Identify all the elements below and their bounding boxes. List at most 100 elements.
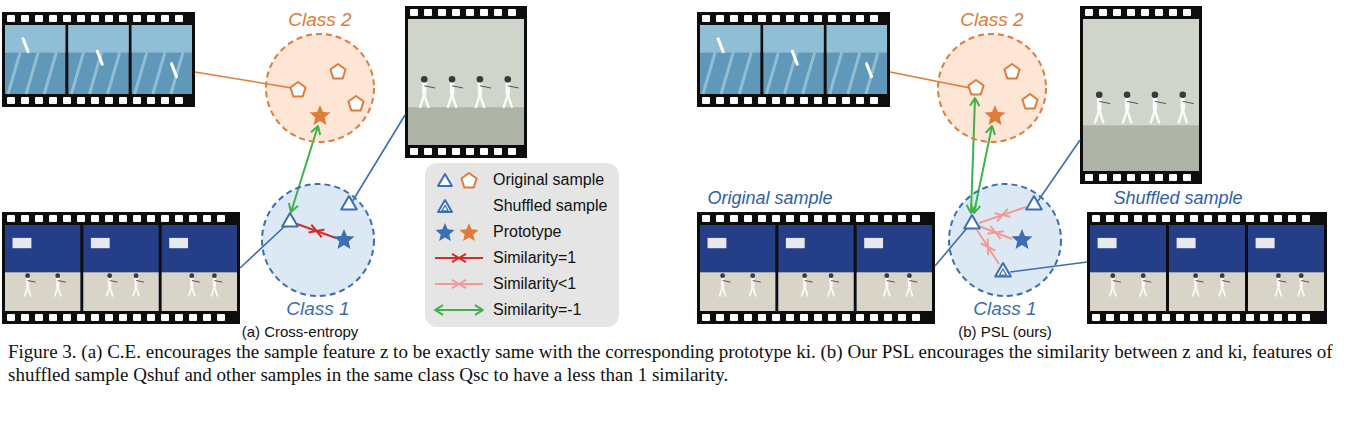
sprocket-hole	[1232, 314, 1240, 321]
sprocket-hole	[1260, 314, 1268, 321]
sprocket-hole	[856, 314, 864, 321]
leader-line	[352, 115, 405, 202]
fencer-legs	[189, 287, 195, 297]
sprocket-hole	[63, 97, 71, 104]
fencer-torso	[1153, 98, 1157, 110]
fencer-mask	[449, 76, 456, 83]
fencer-legs	[55, 287, 61, 297]
gym-wall	[1083, 19, 1199, 171]
sprocket-hole	[898, 314, 906, 321]
sprocket-hole	[7, 215, 15, 222]
fencer-torso	[56, 278, 59, 287]
class-region: Class 2	[937, 33, 1047, 143]
fencer-mask	[134, 273, 139, 278]
similarity-line	[971, 98, 975, 213]
prototype-star	[459, 223, 478, 241]
arena-backdrop	[778, 225, 853, 311]
class-outline	[265, 33, 375, 143]
sprocket-hole	[161, 215, 169, 222]
sprocket-hole	[133, 314, 141, 321]
sprocket-hole	[189, 314, 197, 321]
water-glint	[703, 53, 715, 94]
sprocket-hole	[1141, 174, 1149, 181]
fencer-legs	[1275, 287, 1281, 297]
fencer-torso	[190, 278, 193, 287]
arrow-head	[981, 239, 988, 247]
sprocket-hole	[772, 314, 780, 321]
sprocket-hole	[147, 314, 155, 321]
arrow-head	[459, 254, 466, 262]
class-border	[938, 34, 1046, 142]
fencer-legs	[1140, 287, 1146, 297]
film-base	[697, 212, 935, 324]
feature-space	[195, 64, 1087, 277]
sprocket-hole	[1085, 174, 1093, 181]
sprocket-hole	[786, 15, 794, 22]
prototype-star	[310, 105, 331, 125]
sprocket-hole	[1127, 174, 1135, 181]
fencer-legs	[906, 287, 912, 297]
sprocket-hole	[758, 97, 766, 104]
leader-line	[1010, 262, 1087, 272]
arena-banner	[1098, 238, 1117, 248]
sprocket-hole	[814, 215, 822, 222]
arrow-head	[452, 254, 459, 262]
legend-swatch	[431, 169, 489, 191]
water-glint	[108, 53, 120, 94]
class-fill	[266, 34, 374, 142]
arena-floor	[1090, 272, 1166, 311]
sprocket-hole	[1127, 9, 1135, 16]
sprocket-hole	[147, 215, 155, 222]
sprocket-hole	[870, 314, 878, 321]
pool-wall	[827, 25, 887, 53]
legend-swatch	[431, 273, 489, 295]
sprocket-hole	[1085, 9, 1093, 16]
sprocket-hole	[1155, 174, 1163, 181]
sprocket-hole	[1218, 314, 1226, 321]
class-fill	[262, 184, 374, 296]
arrow-head	[970, 98, 980, 106]
class-fill	[949, 184, 1061, 296]
sprocket-hole	[63, 215, 71, 222]
sprocket-hole	[77, 97, 85, 104]
fencer-blade	[1278, 281, 1286, 283]
fencer-torso	[803, 278, 806, 287]
arena-floor	[5, 272, 80, 311]
class-region: Class 1	[948, 183, 1062, 297]
fencer-mask	[829, 273, 834, 278]
fencer-legs	[503, 95, 512, 108]
sprocket-hole	[147, 15, 155, 22]
fencer-mask	[1276, 273, 1281, 278]
arena-backdrop	[162, 225, 237, 311]
film-strip	[1087, 212, 1327, 324]
sprocket-hole	[105, 15, 113, 22]
fencer-legs	[828, 287, 834, 297]
sprocket-hole	[856, 97, 864, 104]
sprocket-hole	[217, 215, 225, 222]
sprocket-hole	[1113, 174, 1121, 181]
sprocket-hole	[772, 97, 780, 104]
fencer-mask	[1193, 273, 1198, 278]
fencer-blade	[909, 281, 917, 283]
sprocket-hole	[758, 215, 766, 222]
fencer-mask	[884, 273, 889, 278]
arena-floor	[83, 272, 158, 311]
fencer-mask	[25, 273, 30, 278]
sprocket-hole	[1162, 215, 1170, 222]
sample-label: Shuffled sample	[1113, 188, 1242, 209]
sprocket-hole	[702, 15, 710, 22]
fencer-torso	[1194, 278, 1197, 287]
fencer-blade	[452, 86, 463, 88]
diver	[97, 51, 102, 64]
original-sample	[1004, 64, 1019, 78]
class-label-holder: Class 2	[288, 9, 351, 31]
sprocket-hole	[842, 15, 850, 22]
fencer-torso	[213, 278, 216, 287]
sprocket-hole	[1190, 215, 1198, 222]
sprocket-hole	[842, 215, 850, 222]
sprocket-hole	[884, 314, 892, 321]
sprocket-hole	[800, 314, 808, 321]
film-strip	[1080, 6, 1202, 184]
leader-line	[890, 72, 970, 88]
film-base	[2, 12, 195, 107]
